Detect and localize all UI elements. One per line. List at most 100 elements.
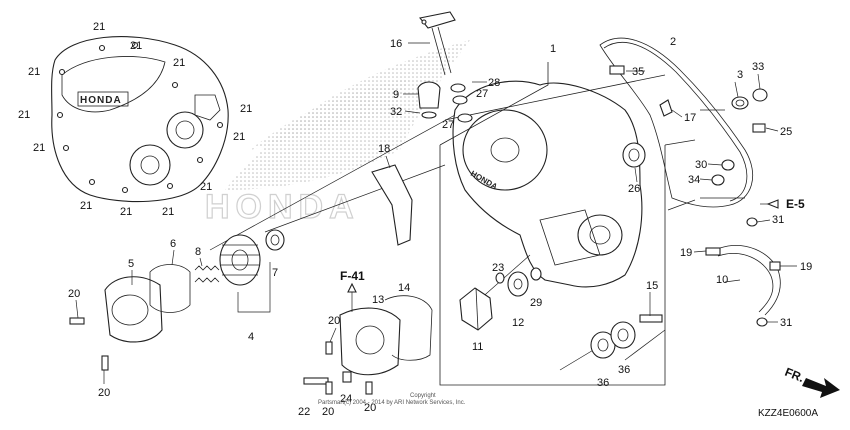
label-26: 26 [628,183,640,195]
label-leaders [75,42,797,384]
label-31: 31 [780,317,792,329]
label-32: 32 [390,106,402,118]
washer-29 [530,267,542,281]
reference-callouts: E-5 F-41 [340,197,805,312]
ref-f41: F-41 [340,269,365,283]
label-8: 8 [195,246,201,258]
bracket-18 [371,164,413,246]
leader-lines [209,109,745,371]
label-21: 21 [233,131,245,143]
label-11: 11 [472,341,483,353]
label-20: 20 [98,387,110,399]
label-27: 27 [442,119,454,131]
copyright-line-2: Partsmart(c) 2004 - 2014 by ARI Network … [318,400,466,406]
label-21: 21 [80,200,92,212]
label-21: 21 [18,109,30,121]
label-21: 21 [162,206,174,218]
label-21: 21 [93,21,105,33]
label-5: 5 [128,258,134,270]
sensor-bolt-16 [419,11,456,76]
assembly-boundary [439,62,696,386]
dowel-35 [609,65,625,75]
diagram-code: KZZ4E0600A [758,408,818,419]
gasket-6 [149,264,191,313]
label-25: 25 [780,126,792,138]
gasket-14 [384,295,433,361]
front-direction-indicator: FR. [783,365,840,398]
oil-filter-element [219,234,261,286]
cover-gasket [599,37,754,208]
label-27: 27 [476,88,488,100]
cover-brand-text: HONDA [80,95,122,106]
filter-bracket-line [237,262,271,313]
label-10: 10 [716,274,728,286]
label-21: 21 [120,206,132,218]
label-17: 17 [684,112,696,124]
label-2: 2 [670,36,676,48]
label-12: 12 [512,317,524,329]
seal-12 [507,271,529,297]
label-21: 21 [28,66,40,78]
label-19: 19 [800,261,812,273]
label-9: 9 [393,89,399,101]
front-arrow-icon [802,378,840,398]
label-20: 20 [364,402,376,414]
dowel-17 [659,99,673,117]
oil-pipe-10 [705,217,781,327]
label-19: 19 [680,247,692,259]
label-21: 21 [130,40,142,52]
washers-30-34 [711,159,735,186]
ref-e5: E-5 [786,197,805,211]
label-1: 1 [550,43,556,55]
label-6: 6 [170,238,176,250]
label-31: 31 [772,214,784,226]
collar-3 [731,96,749,110]
label-3: 3 [737,69,743,81]
label-13: 13 [372,294,384,306]
label-14: 14 [398,282,410,294]
label-20: 20 [68,288,80,300]
label-20: 20 [328,315,340,327]
bolt-15 [639,314,663,323]
o-ring-7 [265,229,285,251]
water-pump-cover-13 [339,307,401,376]
o-ring-33 [752,88,768,102]
watermark-brand-text: HONDA [205,188,360,226]
label-28: 28 [488,77,500,89]
label-33: 33 [752,61,764,73]
washer-23 [495,272,505,284]
label-21: 21 [240,103,252,115]
label-24: 24 [340,393,352,405]
oil-filter-cover-5 [104,276,163,343]
label-23: 23 [492,262,504,274]
label-21: 21 [200,181,212,193]
spring-8 [194,265,220,283]
oil-filler-cap [417,81,441,119]
right-crankcase-cover: HONDA [452,80,643,288]
honda-wing-watermark: HONDA [204,40,470,227]
label-15: 15 [646,280,658,292]
label-21: 21 [173,57,185,69]
o-rings-27-28 [450,83,473,123]
copyright-line-1: Copyright [410,393,436,399]
ref-e5-arrow-icon [766,199,779,209]
label-16: 16 [390,38,402,50]
crankcase-cover-assembly: HONDA [51,36,229,203]
bearings-36 [590,321,636,359]
label-21: 21 [33,142,45,154]
bearing-26 [622,142,646,168]
label-30: 30 [695,159,707,171]
label-20: 20 [322,406,334,418]
part-number-labels: 21 21 21 21 21 21 21 21 21 21 21 21 16 1… [18,21,812,418]
impeller-11 [459,287,493,331]
label-36: 36 [618,364,630,376]
label-34: 34 [688,174,700,186]
label-36: 36 [597,377,609,389]
dowel-25 [752,123,766,133]
label-22: 22 [298,406,310,418]
label-4: 4 [248,331,254,343]
bolts [69,317,373,395]
label-35: 35 [632,66,644,78]
front-label: FR. [783,365,806,385]
